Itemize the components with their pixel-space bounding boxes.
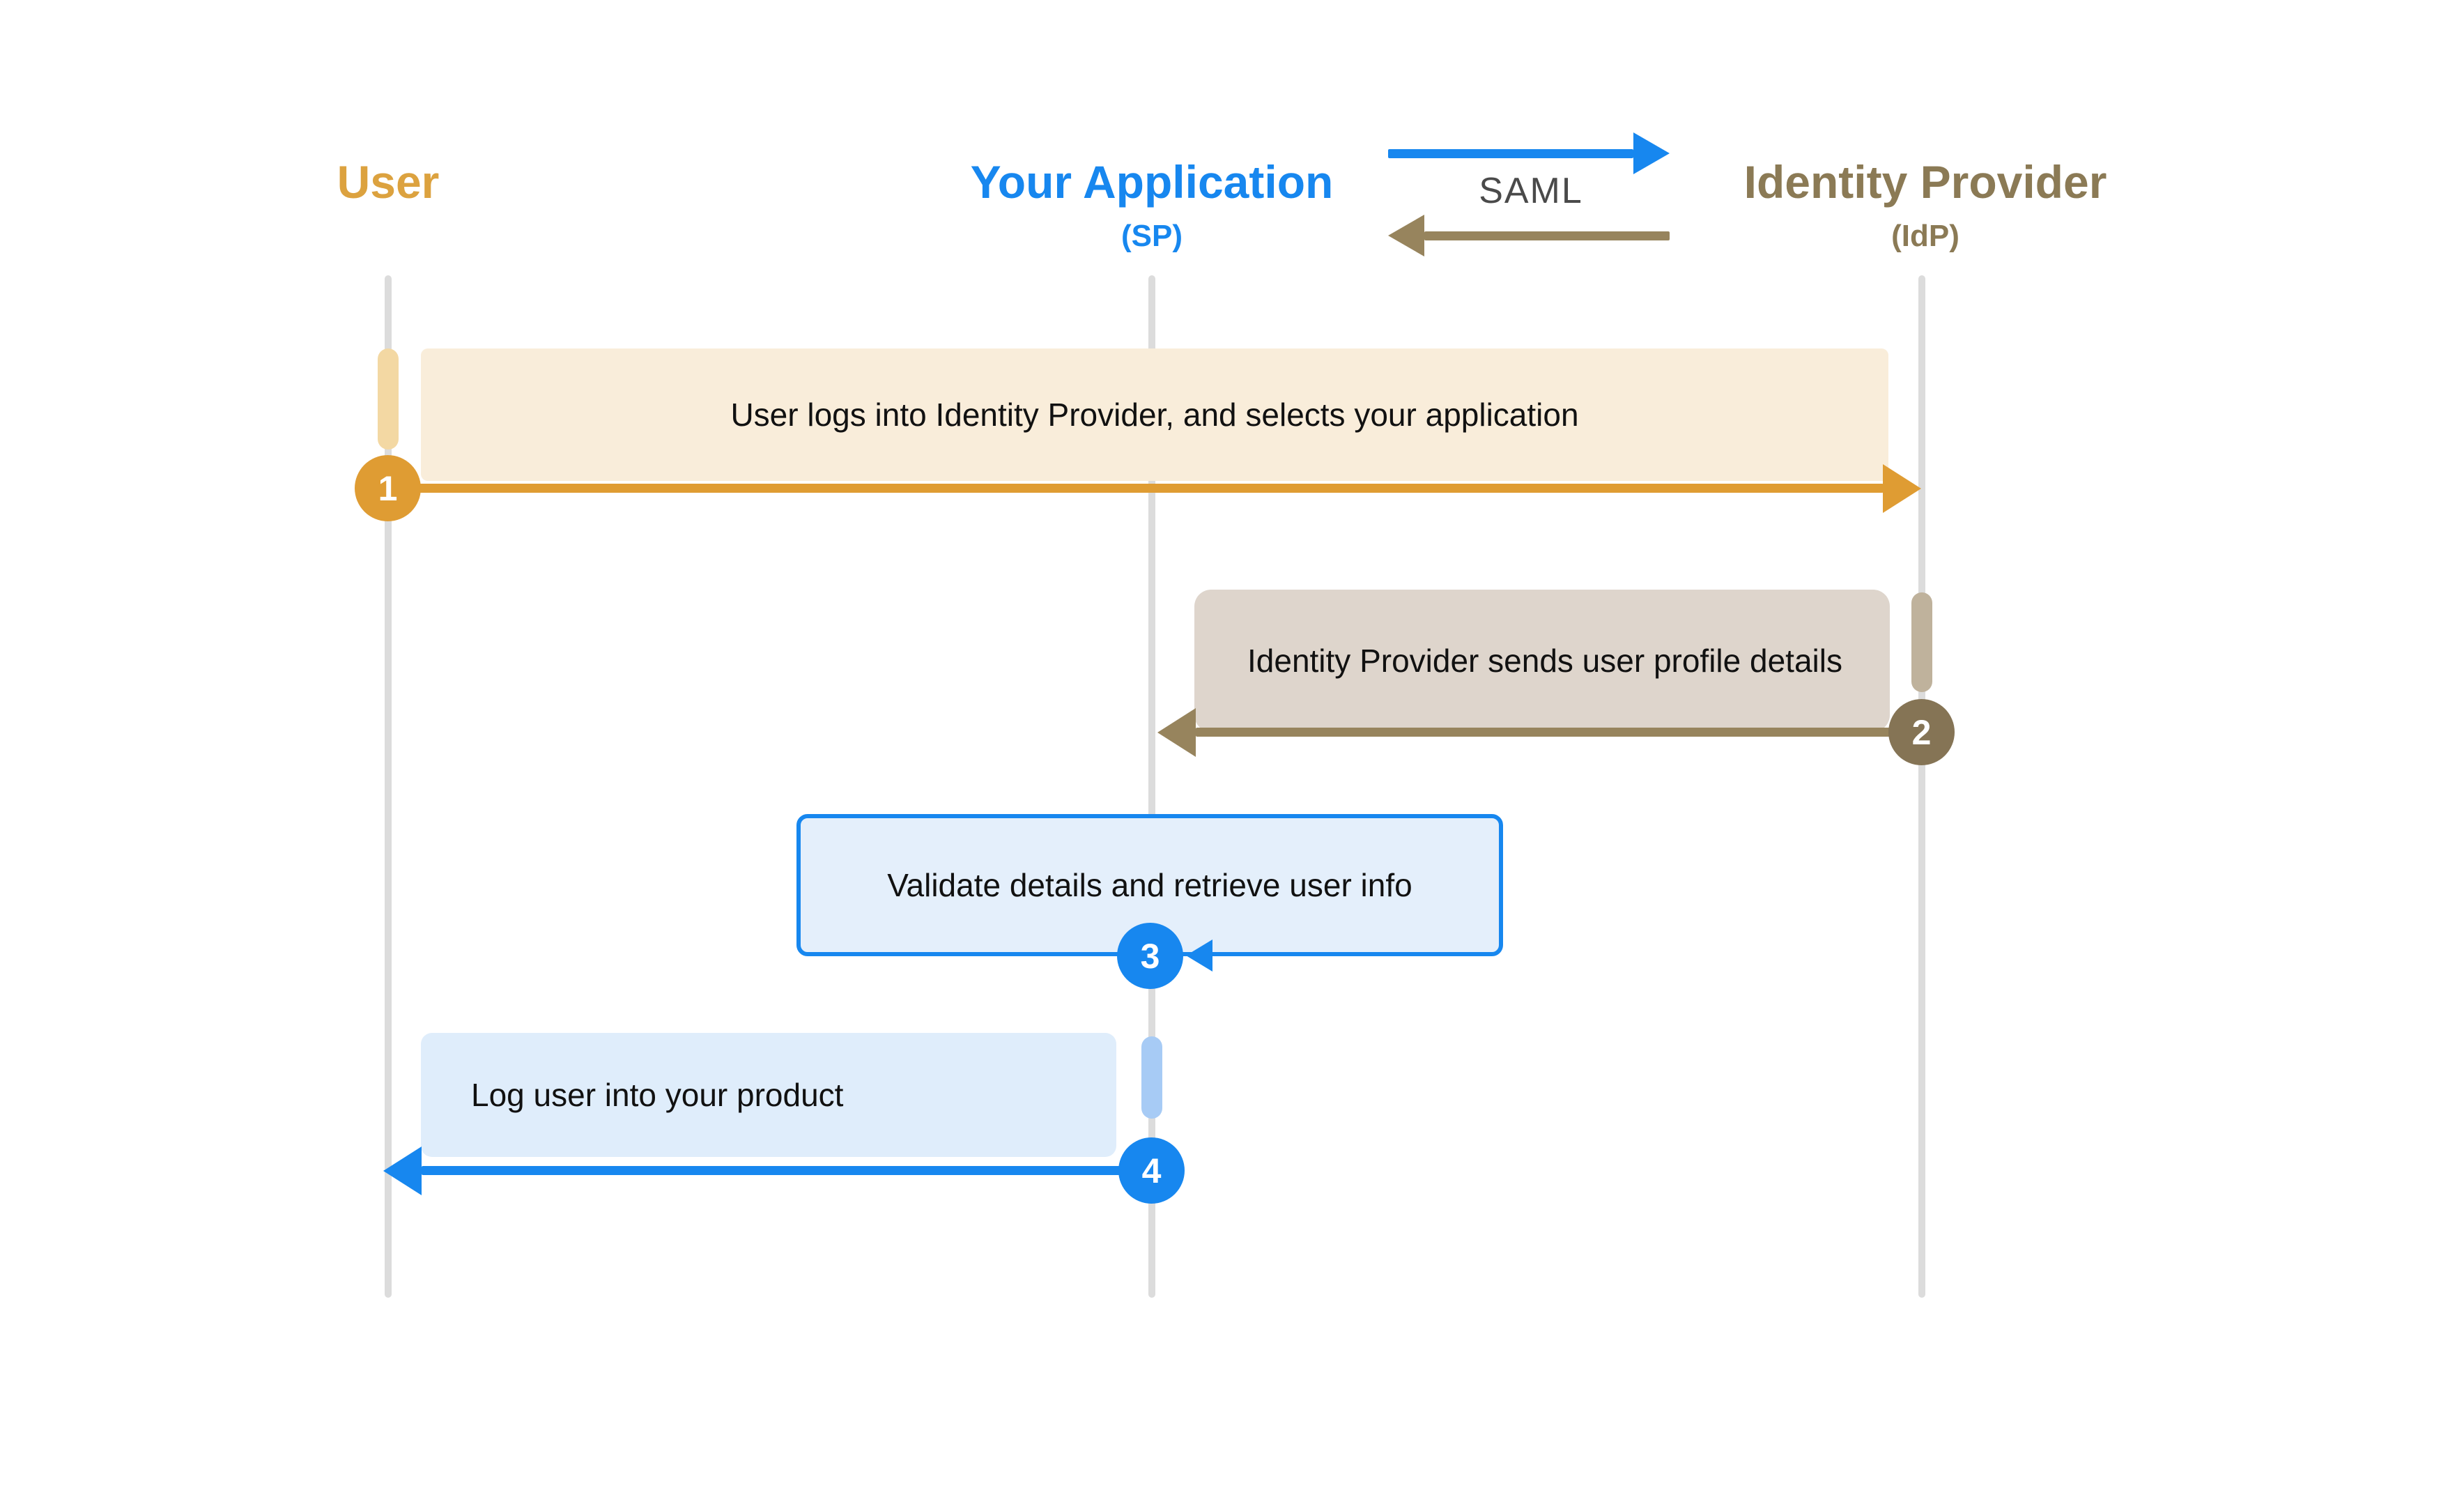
saml-label: SAML [1479, 171, 1583, 211]
user-lifeline [385, 275, 392, 1298]
step3-badge: 3 [1117, 923, 1183, 989]
step4-note: Log user into your product [421, 1033, 1116, 1157]
actor-application: Your Application (SP) [838, 159, 1465, 252]
step2-activation [1911, 592, 1932, 692]
identity-provider-lifeline [1918, 275, 1925, 1298]
step1-arrowhead [1883, 464, 1921, 513]
step2-arrowhead [1157, 708, 1196, 757]
saml-arrow-right [1388, 149, 1633, 158]
step4-arrowhead [383, 1146, 422, 1195]
actor-identity-provider-subtitle: (IdP) [1891, 219, 1959, 253]
step3-arrowhead [1186, 939, 1212, 972]
saml-arrow-left [1424, 231, 1670, 240]
application-lifeline [1148, 275, 1155, 1298]
step1-badge: 1 [355, 455, 421, 521]
step1-note: User logs into Identity Provider, and se… [421, 348, 1888, 481]
step1-activation [378, 348, 399, 450]
step4-activation [1141, 1036, 1162, 1119]
step2-note: Identity Provider sends user profile det… [1194, 590, 1890, 732]
step2-note-text: Identity Provider sends user profile det… [1247, 643, 1842, 679]
step4-note-text: Log user into your product [471, 1077, 844, 1113]
saml-arrow-left-head [1388, 215, 1424, 256]
actor-application-subtitle: (SP) [1121, 219, 1183, 253]
actor-identity-provider: Identity Provider (IdP) [1612, 159, 2239, 252]
step4-badge: 4 [1118, 1137, 1185, 1204]
step3-note-text: Validate details and retrieve user info [887, 867, 1412, 903]
actor-identity-provider-title: Identity Provider [1743, 156, 2107, 208]
step1-arrow [388, 484, 1884, 493]
step2-arrow [1196, 728, 1922, 737]
step2-badge: 2 [1888, 699, 1955, 765]
step4-arrow [422, 1166, 1152, 1175]
step1-note-text: User logs into Identity Provider, and se… [730, 397, 1579, 433]
actor-application-title: Your Application [970, 156, 1334, 208]
saml-arrow-right-head [1633, 132, 1670, 174]
actor-user-title: User [337, 156, 440, 208]
saml-legend: SAML [1387, 132, 1675, 256]
actor-user: User [75, 159, 702, 205]
